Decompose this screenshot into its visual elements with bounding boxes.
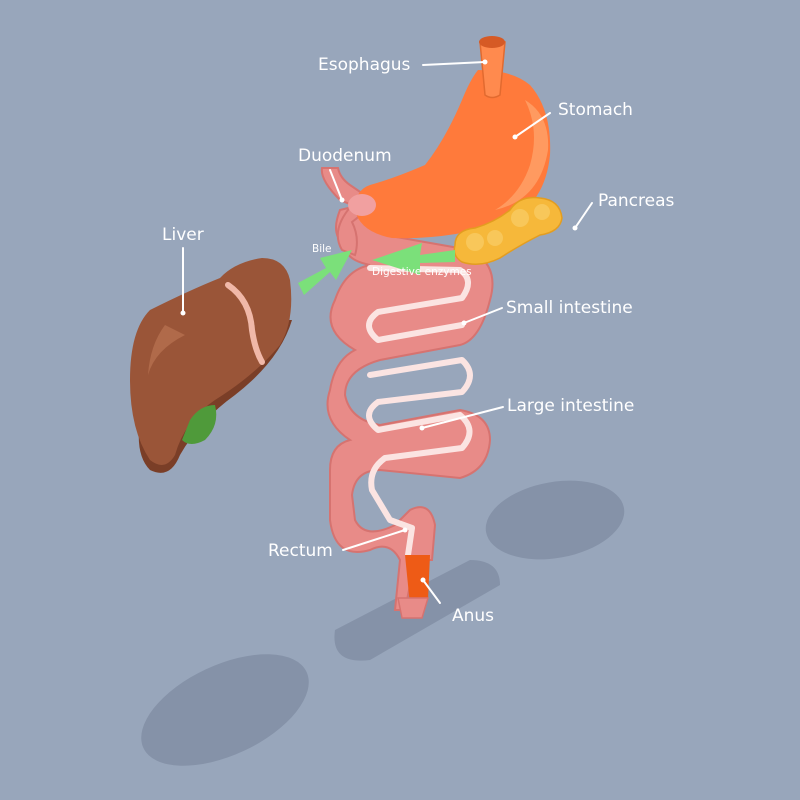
dot-esophagus: [482, 59, 488, 65]
gallbladder: [182, 405, 217, 444]
rectum-tip: [397, 597, 430, 619]
dot-pancreas: [572, 225, 578, 231]
dot-duodenum: [339, 197, 345, 203]
label-small-intestine: Small intestine: [506, 298, 633, 318]
liver: [130, 258, 292, 473]
labels: Esophagus Stomach Duodenum Pancreas Live…: [162, 55, 675, 626]
label-pancreas: Pancreas: [598, 191, 675, 211]
leader-anus: [422, 579, 441, 604]
liver-highlight: [148, 325, 185, 375]
enzymes-arrow: [372, 243, 455, 275]
pancreas-lobe: [487, 230, 503, 246]
flow-arrows: [298, 243, 455, 295]
dot-anus: [420, 577, 426, 583]
bile-arrow: [298, 250, 352, 295]
leader-large-intestine: [421, 406, 504, 429]
esophagus-tube: [479, 41, 506, 99]
small-intestine-loop-line: [366, 265, 471, 343]
dot-large-intestine: [419, 425, 425, 431]
esophagus-opening: [479, 36, 505, 48]
dot-stomach: [512, 134, 518, 140]
label-liver: Liver: [162, 225, 204, 245]
dot-rectum: [402, 527, 408, 533]
dot-liver: [180, 310, 186, 316]
shadow-liver: [141, 654, 309, 766]
label-anus: Anus: [452, 606, 494, 626]
large-intestine-loop-line: [366, 357, 473, 558]
stomach-pylorus: [348, 194, 376, 216]
pancreas-lobe: [511, 209, 529, 227]
leader-stomach: [514, 112, 551, 138]
label-duodenum: Duodenum: [298, 146, 392, 166]
stomach: [348, 36, 551, 239]
leader-small-intestine: [463, 307, 503, 324]
shadow-stomach: [485, 480, 625, 560]
pancreas-lobe: [466, 233, 484, 251]
anus-segment: [405, 555, 430, 605]
stomach-body: [355, 70, 551, 239]
pancreas: [453, 196, 563, 265]
leader-rectum: [342, 529, 406, 551]
label-digestive-enzymes: Digestive enzymes: [372, 266, 472, 278]
dot-small-intestine: [461, 320, 467, 326]
label-bile: Bile: [312, 243, 332, 255]
liver-lobe-divider: [225, 282, 265, 365]
leader-lines: [180, 59, 593, 604]
pancreas-lobe: [534, 204, 550, 220]
label-rectum: Rectum: [268, 541, 333, 561]
stomach-highlight: [495, 100, 549, 210]
floor-shadows: [141, 480, 625, 766]
leader-pancreas: [574, 202, 593, 229]
label-large-intestine: Large intestine: [507, 396, 634, 416]
intestine-body: [326, 203, 494, 611]
label-stomach: Stomach: [558, 100, 633, 120]
leader-esophagus: [422, 61, 486, 66]
intestines: [326, 203, 494, 619]
label-esophagus: Esophagus: [318, 55, 411, 75]
leader-duodenum: [329, 169, 343, 201]
